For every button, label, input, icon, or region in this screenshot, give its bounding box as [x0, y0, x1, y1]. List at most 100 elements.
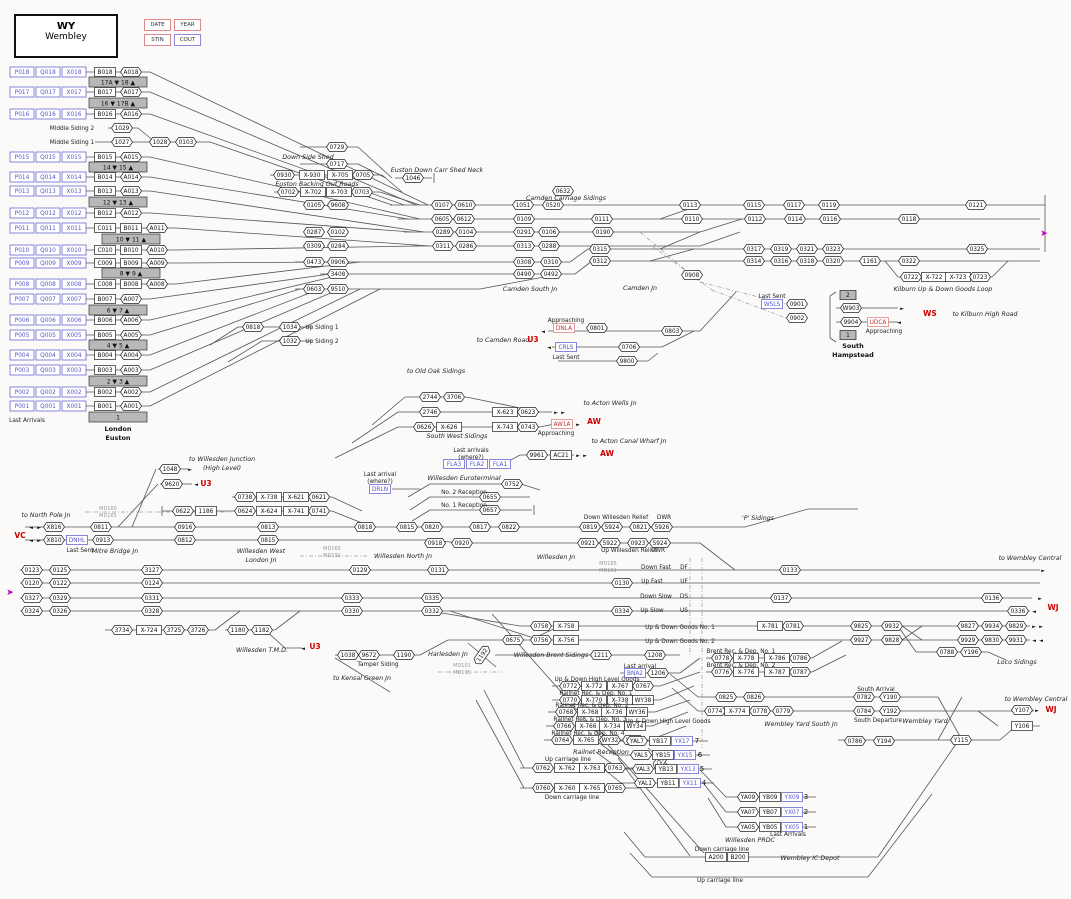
berth-B016[interactable]: B016: [94, 109, 116, 119]
berth-YB17[interactable]: YB17: [649, 736, 671, 746]
berth-0612[interactable]: 0612: [453, 214, 475, 224]
berth-0605[interactable]: 0605: [431, 214, 453, 224]
berth-Q008[interactable]: Q008: [35, 278, 61, 290]
berth-YB09[interactable]: YB09: [759, 792, 781, 802]
berth-0315[interactable]: 0315: [589, 244, 611, 254]
berth-0330[interactable]: 0330: [341, 606, 363, 616]
berth-0722[interactable]: 0722: [900, 272, 922, 282]
berth-0706[interactable]: 0706: [618, 342, 640, 352]
berth-0123[interactable]: 0123: [21, 565, 43, 575]
berth-Q013[interactable]: Q013: [35, 185, 61, 197]
berth-0813[interactable]: 0813: [257, 522, 279, 532]
berth-YB11[interactable]: YB11: [657, 778, 679, 788]
berth-0826[interactable]: 0826: [743, 692, 765, 702]
berth-UDCA[interactable]: UDCA: [867, 317, 889, 327]
berth-A008[interactable]: A008: [146, 279, 168, 289]
berth-9932[interactable]: 9932: [881, 621, 903, 631]
berth-1161[interactable]: 1161: [859, 256, 881, 266]
berth-1048[interactable]: 1048: [159, 464, 181, 474]
berth-A014[interactable]: A014: [120, 172, 142, 182]
berth-YB05[interactable]: YB05: [759, 822, 781, 832]
berth-0723[interactable]: 0723: [969, 272, 991, 282]
berth-0752[interactable]: 0752: [501, 479, 523, 489]
berth-0787[interactable]: 0787: [789, 667, 811, 677]
berth-Q009[interactable]: Q009: [35, 257, 61, 269]
berth-B015[interactable]: B015: [94, 152, 116, 162]
berth-0520[interactable]: 0520: [542, 200, 564, 210]
berth-X-738[interactable]: X-738: [256, 492, 282, 502]
berth-X003[interactable]: X003: [61, 364, 87, 376]
berth-FLA3[interactable]: FLA3: [443, 459, 465, 469]
berth-X007[interactable]: X007: [61, 293, 87, 305]
berth-YX17[interactable]: YX17: [671, 736, 693, 746]
berth-Y192[interactable]: Y192: [879, 706, 901, 716]
berth-0786[interactable]: 0786: [789, 653, 811, 663]
berth-P013[interactable]: P013: [9, 185, 35, 197]
berth-X016[interactable]: X016: [61, 108, 87, 120]
berth-0717[interactable]: 0717: [326, 159, 348, 169]
berth-X-702[interactable]: X-702: [300, 187, 326, 197]
berth-1[interactable]: 1: [839, 330, 857, 340]
berth-0112[interactable]: 0112: [744, 214, 766, 224]
berth-X002[interactable]: X002: [61, 386, 87, 398]
berth-B005[interactable]: B005: [94, 330, 116, 340]
berth-WY38[interactable]: WY38: [632, 695, 654, 705]
berth-C011[interactable]: C011: [94, 223, 116, 233]
berth-0321[interactable]: 0321: [796, 244, 818, 254]
berth-WSLS[interactable]: WSLS: [761, 299, 783, 309]
berth-YAL1[interactable]: YAL1: [634, 778, 656, 788]
berth-0821[interactable]: 0821: [629, 522, 651, 532]
berth-0916[interactable]: 0916: [174, 522, 196, 532]
berth-0918[interactable]: 0918: [424, 538, 446, 548]
berth-Q017[interactable]: Q017: [35, 86, 61, 98]
cout-button[interactable]: COUT: [174, 34, 201, 46]
berth-0811[interactable]: 0811: [90, 522, 112, 532]
berth-5926[interactable]: 5926: [651, 522, 673, 532]
berth-P011[interactable]: P011: [9, 222, 35, 234]
berth-YB13[interactable]: YB13: [655, 764, 677, 774]
berth-0335[interactable]: 0335: [421, 593, 443, 603]
berth-1051[interactable]: 1051: [512, 200, 534, 210]
berth-YA07[interactable]: YA07: [737, 807, 759, 817]
berth-0770[interactable]: 0770: [559, 695, 581, 705]
berth-0784[interactable]: 0784: [853, 706, 875, 716]
berth-P006[interactable]: P006: [9, 314, 35, 326]
berth-B014[interactable]: B014: [94, 172, 116, 182]
berth-0288[interactable]: 0288: [538, 241, 560, 251]
berth-0122[interactable]: 0122: [49, 578, 71, 588]
berth-0114[interactable]: 0114: [784, 214, 806, 224]
berth-B007[interactable]: B007: [94, 294, 116, 304]
berth-X810[interactable]: X810: [43, 535, 65, 545]
berth-1211[interactable]: 1211: [590, 650, 612, 660]
berth-0327[interactable]: 0327: [21, 593, 43, 603]
berth-0705[interactable]: 0705: [352, 170, 374, 180]
berth-0326[interactable]: 0326: [49, 606, 71, 616]
berth-0328[interactable]: 0328: [141, 606, 163, 616]
berth-X816[interactable]: X816: [43, 522, 65, 532]
berth-1027[interactable]: 1027: [111, 137, 133, 147]
berth-0334[interactable]: 0334: [611, 606, 633, 616]
berth-0137[interactable]: 0137: [770, 593, 792, 603]
berth-0801[interactable]: 0801: [586, 323, 608, 333]
berth-A004[interactable]: A004: [120, 350, 142, 360]
berth-0760[interactable]: 0760: [532, 783, 554, 793]
berth-A013[interactable]: A013: [120, 186, 142, 196]
berth-X-763[interactable]: X-763: [579, 763, 605, 773]
berth-0632[interactable]: 0632: [552, 186, 574, 196]
berth-FLA1[interactable]: FLA1: [489, 459, 511, 469]
berth-0766[interactable]: 0766: [553, 721, 575, 731]
berth-A001[interactable]: A001: [120, 401, 142, 411]
berth-YB15[interactable]: YB15: [652, 750, 674, 760]
berth-0106[interactable]: 0106: [538, 227, 560, 237]
berth-0320[interactable]: 0320: [822, 256, 844, 266]
berth-3726[interactable]: 3726: [187, 625, 209, 635]
berth-Q014[interactable]: Q014: [35, 171, 61, 183]
berth-P014[interactable]: P014: [9, 171, 35, 183]
berth-B002[interactable]: B002: [94, 387, 116, 397]
berth-1046[interactable]: 1046: [402, 173, 424, 183]
berth-0762[interactable]: 0762: [532, 763, 554, 773]
berth-A012[interactable]: A012: [120, 208, 142, 218]
berth-0289[interactable]: 0289: [432, 227, 454, 237]
berth-1029[interactable]: 1029: [111, 123, 133, 133]
berth-X-772[interactable]: X-772: [581, 681, 607, 691]
